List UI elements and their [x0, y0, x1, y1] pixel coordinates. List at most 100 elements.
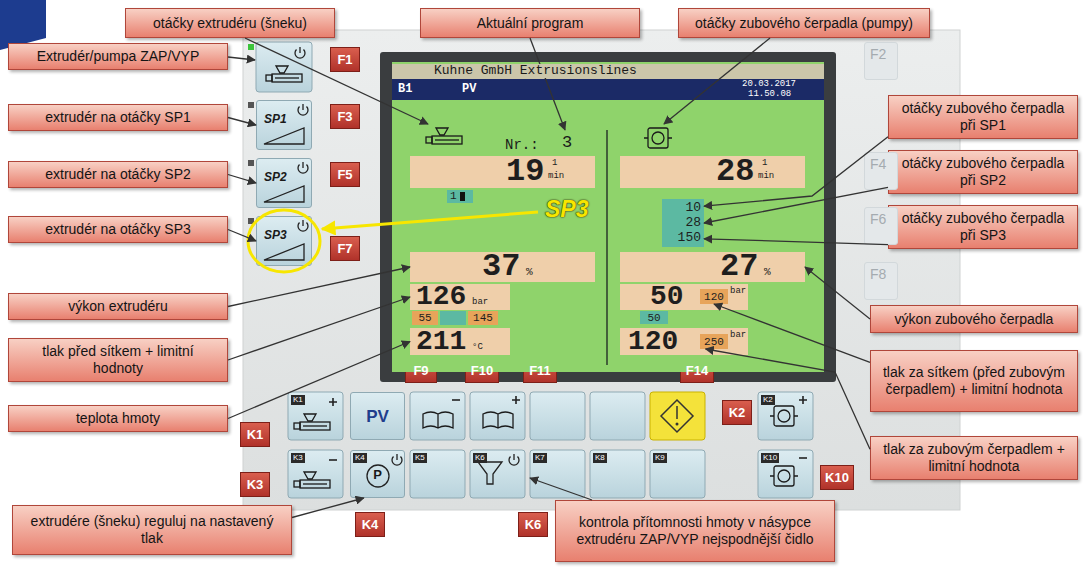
- screen-text: Kuhne GmbH Extrusionslines: [432, 64, 639, 78]
- key-legend: F2: [870, 46, 886, 62]
- leader-arrow: [292, 498, 364, 518]
- screen-text: 11.50.08: [748, 89, 791, 99]
- callout-box: tlak před sítkem + limitní hodnoty: [8, 338, 228, 382]
- key-code: K2: [729, 405, 746, 420]
- callout-text: extrudér na otáčky SP3: [45, 221, 191, 238]
- callout-box: extrudér na otáčky SP1: [8, 104, 228, 131]
- key-code: F10: [471, 363, 493, 378]
- key-legend: F4: [870, 156, 886, 172]
- setpoint-field: 1028150: [662, 199, 704, 247]
- display-value: 1: [450, 190, 457, 203]
- callout-box: extrudére (šneku) reguluj na nastavený t…: [12, 505, 292, 555]
- value-field: 120 bar250: [620, 328, 748, 355]
- callout-text: extrudér na otáčky SP1: [45, 109, 191, 126]
- setpoint-field: 1: [447, 190, 473, 203]
- key-code: F5: [337, 167, 352, 182]
- key-legend: SP2: [264, 170, 287, 184]
- callout-text: kontrola přítomnosti hmoty v násypce ext…: [563, 514, 827, 548]
- value-field: 27%: [620, 252, 805, 282]
- callout-text: otáčky extrudéru (šneku): [153, 15, 307, 32]
- key-legend: SP1: [264, 112, 287, 126]
- key-code: K10: [825, 470, 849, 485]
- value-field: 50bar120: [620, 284, 748, 310]
- callout-box: tlak za zubovým čerpadlem + limitní hodn…: [870, 436, 1078, 480]
- key-tag: F5: [330, 162, 360, 187]
- inactive-key: F2: [864, 42, 898, 80]
- callout-text: tlak za zubovým čerpadlem + limitní hodn…: [878, 441, 1070, 475]
- callout-box: otáčky extrudéru (šneku): [125, 8, 335, 38]
- value-field: 211°C: [410, 328, 510, 355]
- callout-box: teplota hmoty: [8, 405, 228, 432]
- display-value: 120: [704, 291, 724, 303]
- key-code: F1: [337, 52, 352, 67]
- callout-text: teplota hmoty: [76, 410, 160, 427]
- warning-key: [650, 392, 705, 440]
- limit-field: 250: [700, 334, 728, 349]
- display-value: bar: [472, 297, 488, 307]
- key-number: K5: [413, 453, 427, 463]
- display-value: %: [526, 266, 533, 278]
- operator-panel: [243, 30, 960, 510]
- key-code: K4: [362, 517, 379, 532]
- callout-box: kontrola přítomnosti hmoty v násypce ext…: [555, 500, 835, 562]
- value-field: 37%: [410, 252, 595, 282]
- display-value: bar: [730, 286, 746, 296]
- callout-box: otáčky zubového čerpadla při SP3: [888, 205, 1078, 249]
- display-value: 126: [416, 283, 466, 311]
- key-number: K3: [291, 453, 305, 463]
- display-value: 28: [685, 215, 701, 230]
- display-value: 1: [552, 158, 557, 168]
- display-value: 37: [482, 251, 520, 283]
- callout-box: otáčky zubového čerpadla při SP2: [888, 150, 1078, 194]
- key-tag: K10: [820, 465, 854, 490]
- key-code: F7: [337, 241, 352, 256]
- screen-text: Nr.:: [505, 138, 539, 153]
- callout-text: tlak za sítkem (před zubovým čerpadlem) …: [878, 364, 1070, 398]
- inactive-key: F6: [864, 207, 898, 245]
- callout-box: otáčky zubového čerpadla při SP1: [888, 95, 1078, 139]
- screen-text: 20.03.2017: [742, 79, 796, 89]
- callout-box: výkon zubového čerpadla: [870, 305, 1078, 333]
- display-value: 150: [678, 230, 701, 245]
- callout-text: extrudére (šneku) reguluj na nastavený t…: [20, 513, 284, 547]
- display-value: 1: [762, 158, 767, 168]
- annotation-text: SP3: [545, 196, 588, 222]
- key-code: K6: [525, 517, 542, 532]
- key-number: K7: [533, 453, 547, 463]
- leader-arrow: [228, 267, 410, 307]
- key-code: F14: [686, 363, 708, 378]
- callout-text: Aktuální program: [477, 15, 584, 32]
- callout-box: Aktuální program: [420, 8, 640, 38]
- display-value: 120: [628, 328, 678, 356]
- callout-box: výkon extrudéru: [8, 293, 228, 320]
- key-legend: PV: [366, 407, 389, 426]
- key-legend: SP3: [264, 228, 287, 242]
- key-tag: K3: [240, 472, 270, 497]
- limit-field: 145: [468, 311, 498, 325]
- screen-text: 3: [562, 134, 572, 152]
- callout-box: extrudér na otáčky SP2: [8, 161, 228, 188]
- setpoint-field: 50: [640, 311, 668, 324]
- key-code: F9: [413, 363, 428, 378]
- callout-text: výkon extrudéru: [68, 298, 168, 315]
- key-number: K4: [353, 453, 367, 463]
- screen-text: PV: [462, 82, 476, 96]
- callout-text: otáčky zubového čerpadla při SP1: [896, 100, 1070, 134]
- key-tag: K4: [355, 512, 385, 537]
- value-field: 126 bar: [410, 284, 510, 310]
- key-number: K6: [473, 453, 487, 463]
- display-value: bar: [730, 330, 746, 340]
- display-value: 19: [506, 156, 544, 188]
- leader-arrow: [228, 297, 410, 360]
- key-legend: F8: [870, 266, 886, 282]
- key-number: K1: [291, 395, 305, 405]
- key-code: F11: [529, 363, 551, 378]
- callout-box: tlak za sítkem (před zubovým čerpadlem) …: [870, 350, 1078, 412]
- callout-text: Extrudér/pumpa ZAP/VYP: [37, 48, 200, 65]
- key-number: K9: [653, 453, 667, 463]
- inactive-key: F4: [864, 152, 898, 190]
- callout-box: extrudér na otáčky SP3: [8, 216, 228, 243]
